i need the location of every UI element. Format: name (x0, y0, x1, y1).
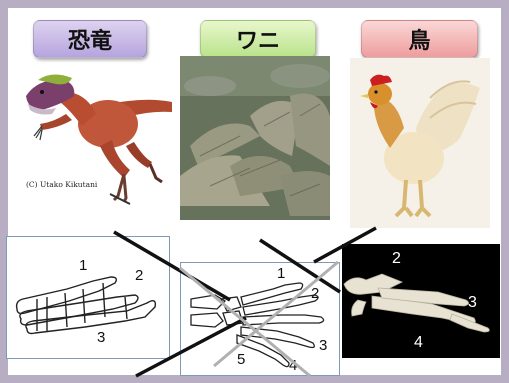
left-bottom-line (136, 318, 246, 376)
right-top-line (260, 240, 340, 292)
right-bottom-line (314, 228, 376, 262)
grey-cross-line-2 (214, 262, 338, 366)
left-top-line (114, 232, 230, 300)
grey-cross-line-1 (180, 268, 310, 376)
